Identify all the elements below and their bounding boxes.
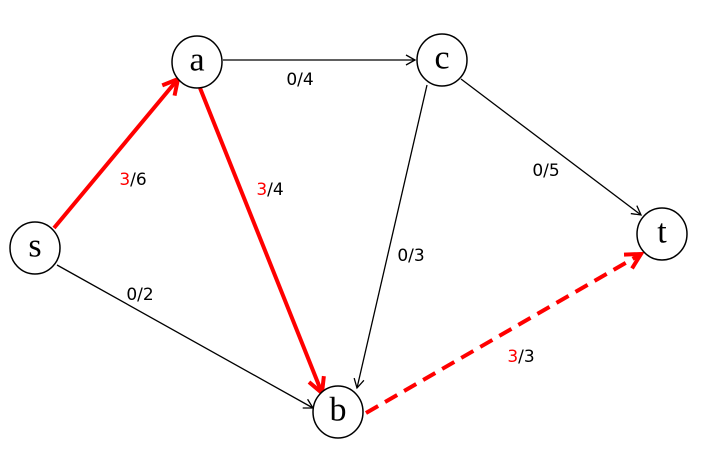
label-s-b: 0/2 <box>126 285 153 305</box>
svg-text:b: b <box>330 392 347 429</box>
label-a-b: 3/4 <box>256 180 283 200</box>
node-t: t <box>636 207 688 261</box>
node-c: c <box>416 33 468 87</box>
edge-s-a <box>52 79 178 230</box>
edge-s-b <box>56 264 315 409</box>
edge-c-b <box>353 84 428 390</box>
label-s-a: 3/6 <box>119 170 146 190</box>
edge-a-b <box>198 87 322 393</box>
svg-text:a: a <box>189 42 204 79</box>
node-s: s <box>9 221 61 275</box>
edge-c-t <box>460 78 643 216</box>
label-c-b: 0/3 <box>397 246 424 266</box>
svg-text:c: c <box>434 40 449 77</box>
node-a: a <box>171 35 223 89</box>
label-b-t: 3/3 <box>507 347 534 367</box>
label-a-c: 0/4 <box>286 70 313 90</box>
svg-text:s: s <box>28 228 41 265</box>
node-b: b <box>312 385 364 439</box>
svg-text:t: t <box>657 214 667 251</box>
edge-b-t <box>364 254 641 415</box>
label-c-t: 0/5 <box>532 161 559 181</box>
